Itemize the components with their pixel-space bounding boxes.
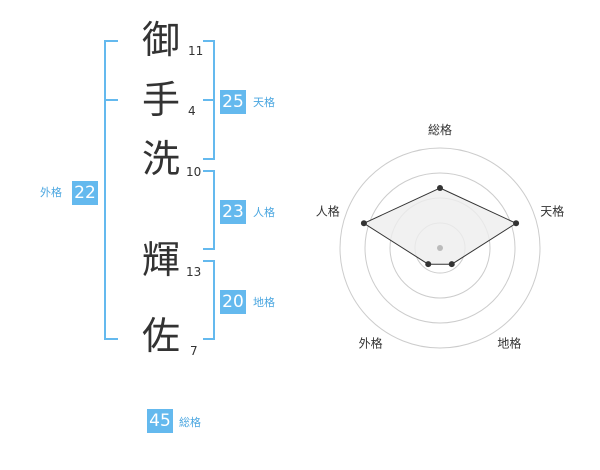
tenkaku-badge: 25 xyxy=(220,90,246,114)
stroke-count-1: 11 xyxy=(188,44,204,58)
jinkaku-badge: 23 xyxy=(220,200,246,224)
radar-axis-label-1: 総格 xyxy=(428,122,452,137)
gaikaku-label: 外格 xyxy=(40,186,62,199)
tenkaku-label: 天格 xyxy=(253,96,275,109)
stroke-count-2: 4 xyxy=(188,104,196,118)
gaikaku-badge: 22 xyxy=(72,181,98,205)
radar-center-dot xyxy=(437,245,443,251)
jinkaku-label: 人格 xyxy=(253,206,275,219)
radar-ring xyxy=(339,147,541,349)
radar-axis-label-5: 人格 xyxy=(316,204,340,219)
radar-axis-label-3: 地格 xyxy=(497,336,521,351)
chikaku-label: 地格 xyxy=(253,296,275,309)
radar-axis-label-4: 外格 xyxy=(359,336,383,351)
name-char-3: 洗 xyxy=(141,137,180,181)
stroke-count-3: 10 xyxy=(186,165,202,179)
soukaku-label: 総格 xyxy=(179,416,201,429)
radar-point-2 xyxy=(513,220,520,227)
name-char-4: 輝 xyxy=(141,238,180,282)
gaikaku-bracket-tick xyxy=(104,99,118,101)
tenkaku-bracket-tick xyxy=(203,99,215,101)
radar-axis-label-2: 天格 xyxy=(540,204,564,219)
gaikaku-bracket xyxy=(104,40,118,340)
stroke-count-5: 7 xyxy=(190,344,198,358)
jinkaku-bracket xyxy=(203,170,215,250)
soukaku-badge: 45 xyxy=(147,409,173,433)
radar-point-4 xyxy=(425,261,432,268)
chikaku-bracket xyxy=(203,260,215,340)
radar-point-1 xyxy=(437,185,443,191)
radar-point-5 xyxy=(360,220,367,227)
radar-series-area xyxy=(362,187,518,265)
name-char-1: 御 xyxy=(141,18,180,62)
radar-ring xyxy=(364,172,516,324)
stroke-count-4: 13 xyxy=(186,265,202,279)
name-char-2: 手 xyxy=(141,78,180,122)
chikaku-badge: 20 xyxy=(220,290,246,314)
radar-point-3 xyxy=(448,261,455,268)
name-char-5: 佐 xyxy=(141,314,180,358)
